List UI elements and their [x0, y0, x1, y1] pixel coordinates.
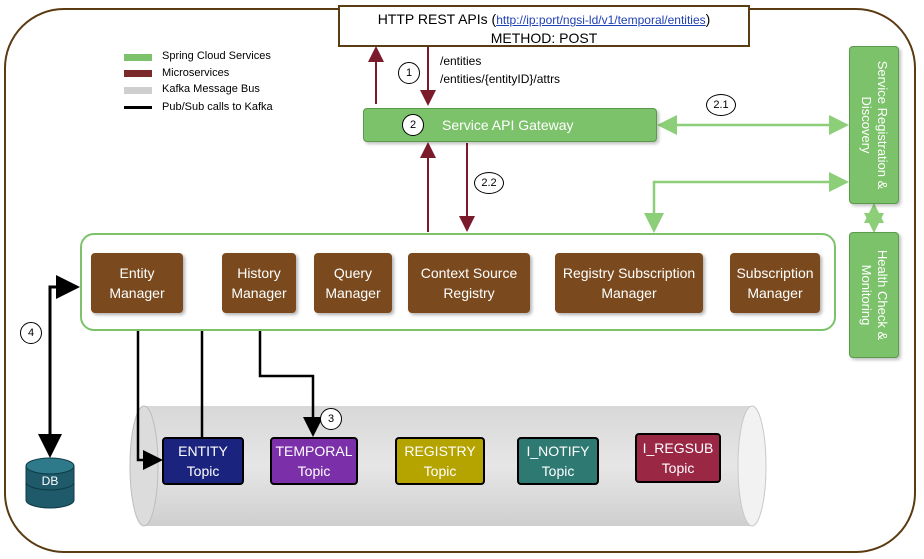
temporal-topic: TEMPORAL Topic: [270, 437, 358, 485]
history-manager-l1: History: [237, 265, 281, 281]
step-2-2-badge: 2.2: [474, 172, 504, 194]
gateway-label: Service API Gateway: [442, 117, 574, 133]
entity-manager-l2: Manager: [109, 285, 165, 301]
i-regsub-topic: I_REGSUB Topic: [635, 433, 721, 483]
i-notify-topic-sub: Topic: [541, 463, 575, 479]
legend: Spring Cloud Services Microservices Kafk…: [122, 50, 322, 120]
query-manager-l1: Query: [333, 265, 373, 281]
legend-swatch-microservices: [124, 70, 152, 77]
legend-swatch-pubsub: [124, 106, 152, 109]
entity-topic-name: ENTITY: [178, 443, 228, 459]
i-regsub-topic-sub: Topic: [661, 460, 695, 476]
history-manager-to-temporal-topic: [258, 314, 323, 437]
step-4-badge: 4: [20, 322, 42, 344]
step-2-1-badge: 2.1: [706, 94, 736, 116]
http-endpoint-link[interactable]: http://ip:port/ngsi-ld/v1/temporal/entit…: [496, 13, 706, 27]
temporal-topic-name: TEMPORAL: [275, 443, 353, 459]
service-registration-discovery: Service Registration & Discovery: [849, 46, 899, 204]
subscription-manager-l2: Manager: [747, 285, 803, 301]
step-1-badge: 1: [398, 62, 420, 84]
entity-topic-sub: Topic: [186, 463, 220, 479]
legend-label-pubsub: Pub/Sub calls to Kafka: [162, 101, 273, 113]
i-notify-topic: I_NOTIFY Topic: [517, 437, 599, 485]
legend-label-kafka: Kafka Message Bus: [162, 83, 260, 95]
http-rest-api-box: HTTP REST APIs (http://ip:port/ngsi-ld/v…: [338, 5, 750, 47]
registry-topic: REGISTRY Topic: [395, 437, 485, 485]
registry-topic-name: REGISTRY: [404, 443, 476, 459]
history-manager-l2: Manager: [231, 285, 287, 301]
registry-subscription-manager-l2: Manager: [601, 285, 657, 301]
http-title-text: HTTP REST APIs (: [377, 11, 497, 27]
legend-label-microservices: Microservices: [162, 67, 230, 79]
health-label: Health Check & Monitoring: [859, 249, 890, 341]
step-2-badge: 2: [402, 114, 424, 136]
services-registration-line: [644, 172, 849, 233]
entity-topic: ENTITY Topic: [162, 437, 244, 485]
db-label: DB: [41, 474, 59, 488]
db-icon: [25, 457, 75, 509]
subscription-manager-l1: Subscription: [736, 265, 814, 281]
registry-subscription-manager-l1: Registry Subscription: [562, 265, 696, 281]
context-source-registry-l1: Context Source: [420, 265, 518, 281]
context-source-registry-l2: Registry: [443, 285, 495, 301]
http-title-close: ): [705, 11, 711, 27]
legend-label-spring: Spring Cloud Services: [162, 50, 271, 62]
legend-swatch-spring: [124, 54, 152, 61]
temporal-topic-sub: Topic: [297, 463, 331, 479]
step-3-badge: 3: [320, 408, 342, 430]
registry-topic-sub: Topic: [423, 463, 457, 479]
query-manager-l2: Manager: [325, 285, 381, 301]
http-method: METHOD: POST: [490, 30, 598, 46]
path-entities: /entities: [440, 54, 482, 68]
path-entity-attrs: /entities/{entityID}/attrs: [440, 72, 561, 86]
legend-swatch-kafka: [124, 87, 152, 94]
http-title: HTTP REST APIs (http://ip:port/ngsi-ld/v…: [340, 11, 748, 27]
health-check-monitoring: Health Check & Monitoring: [849, 232, 899, 358]
entity-manager-l1: Entity: [119, 265, 155, 281]
registration-label: Service Registration & Discovery: [859, 60, 890, 190]
entity-manager-to-entity-topic: [136, 314, 163, 470]
db-services-line: [38, 275, 80, 458]
i-regsub-topic-name: I_REGSUB: [642, 440, 714, 456]
i-notify-topic-name: I_NOTIFY: [526, 443, 590, 459]
